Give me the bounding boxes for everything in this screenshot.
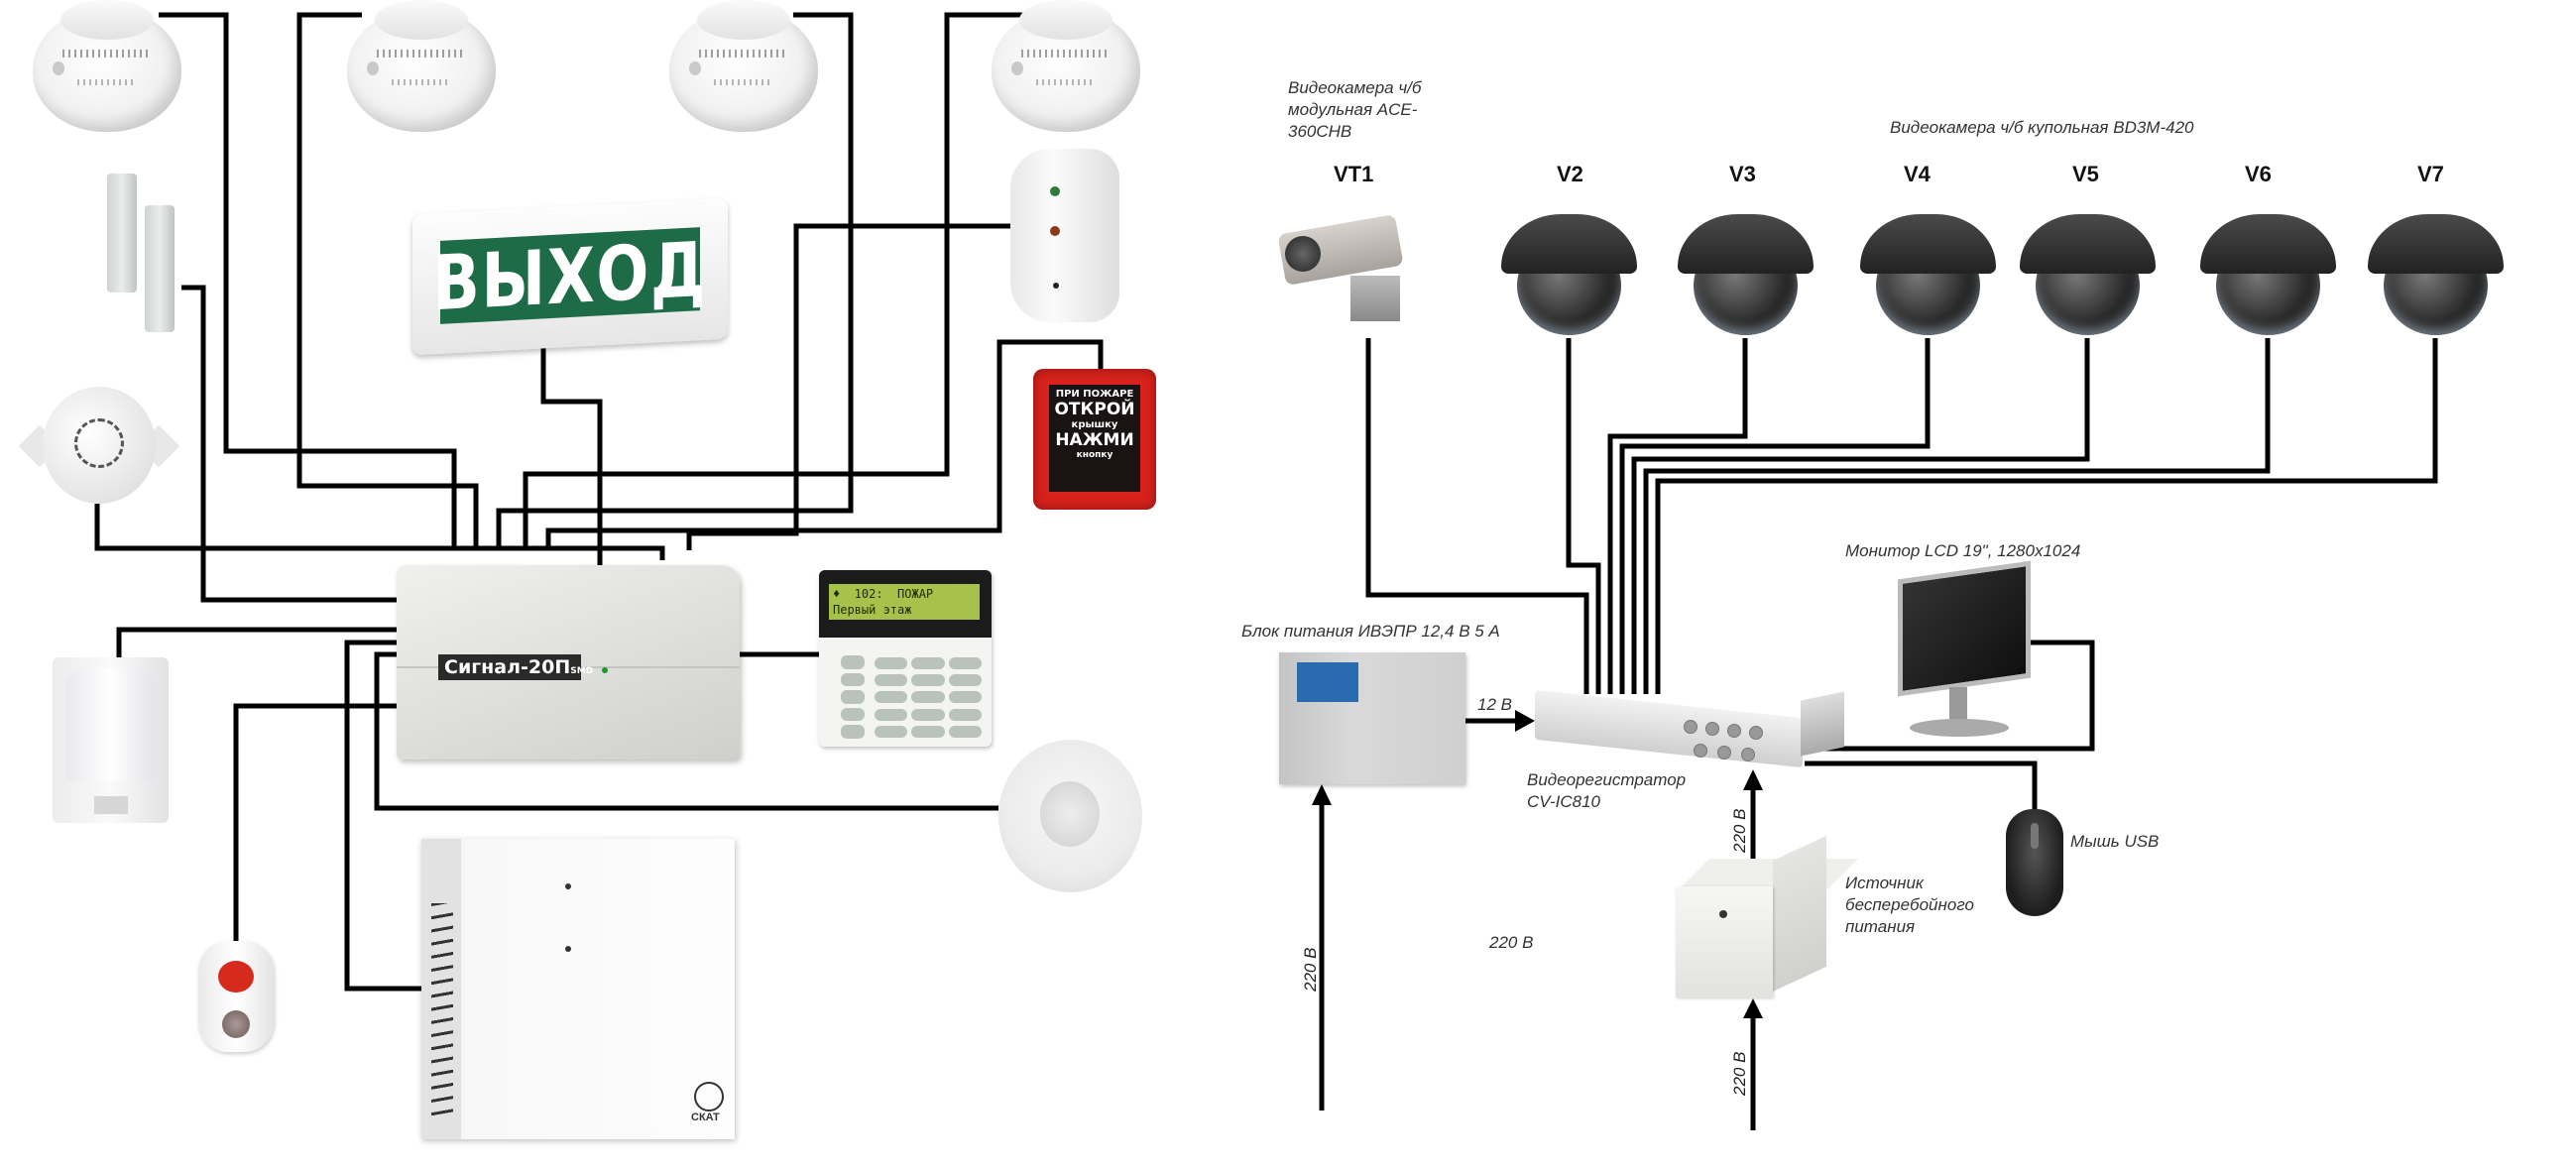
camera-id: V6 [2245,162,2272,186]
camera-lens-icon [1285,236,1321,272]
arrow-ups-dvr [1743,769,1763,790]
wire-call-point [545,339,1104,550]
camera-id: V7 [2417,162,2444,186]
call-point-text: НАЖМИ [1055,430,1134,450]
exit-sign: ВЫХОД [412,197,728,356]
monitor [1890,560,2031,744]
ups [1676,835,1858,998]
camera-id: VT1 [1334,162,1374,186]
wire-mouse [1805,760,2038,809]
control-panel: Сигнал-20ПSMD [397,565,740,760]
green-led-icon [1050,186,1060,196]
keypad-buttons[interactable] [875,657,982,739]
dome-camera [2020,214,2156,338]
exit-sign-text: ВЫХОД [432,224,708,327]
dome-camera [1501,214,1637,338]
monitor-label: Монитор LCD 19", 1280x1024 [1845,541,2081,560]
skat-logo-icon [694,1082,724,1112]
status-led-icon [602,667,608,673]
call-point-text: ОТКРОЙ [1054,400,1135,419]
dome-camera [1678,214,1814,338]
control-panel-label: Сигнал-20ПSMD [438,654,593,680]
smoke-detector [669,0,818,134]
wire-pir [116,627,397,657]
wire-exit-sign [540,342,603,565]
mains-voltage-label: 220 В [1489,933,1534,952]
mains-voltage-label: 220 В [1301,947,1320,992]
arrow-mains-ups [1743,998,1763,1018]
arrow-psu-dvr [1515,710,1535,732]
wire-v3 [1607,338,1748,694]
wire-v7 [1655,338,2438,694]
wire-panic [233,703,397,941]
wire-v4 [1619,338,1931,694]
panic-button[interactable] [198,941,274,1052]
smoke-detector [347,0,496,134]
power-button-icon [1719,910,1727,918]
right-wires [1319,338,2438,1130]
camera-id: V4 [1904,162,1931,186]
psu-voltage-label: 12 В [1477,695,1512,714]
module-camera-label: Видеокамера ч/б модульная ACE-360CHB [1288,78,1422,141]
camera-id: V3 [1729,162,1756,186]
smoke-detector [33,0,181,134]
video-recorder [1535,689,1845,768]
door-magnet-sensor [99,174,182,332]
red-button-icon [218,961,254,993]
bullet-camera [1271,213,1416,338]
brand-label: СКАТ [691,1112,720,1123]
mains-voltage-label: 220 В [1730,1051,1749,1096]
dome-camera-label: Видеокамера ч/б купольная BD3M-420 [1890,118,2194,137]
ceiling-pir-detector [998,740,1142,892]
call-point-text: ПРИ ПОЖАРЕ [1055,389,1134,400]
wire-v2 [1566,338,1601,694]
camera-id: V2 [1557,162,1583,186]
key-lock-icon [222,1010,250,1038]
speaker-grille-icon [74,418,124,468]
wall-detector [1010,149,1119,322]
red-led-icon [1050,226,1060,236]
psu-label: Блок питания ИВЭПР 12,4 В 5 А [1241,622,1500,641]
power-supply: СКАТ [421,839,735,1139]
mains-voltage-label: 220 В [1730,808,1749,853]
usb-mouse [2006,809,2063,916]
wire-door-magnet [181,285,397,603]
call-point-text: крышку [1071,419,1118,430]
dome-camera [2368,214,2504,338]
vent-slots [431,903,453,1121]
mouse-label: Мышь USB [2070,832,2160,851]
dome-camera [1860,214,1996,338]
pir-detector [53,657,169,823]
sounder [18,387,180,504]
dome-camera [2200,214,2336,338]
smoke-detector [992,0,1140,134]
call-point-text: кнопку [1076,450,1113,460]
manual-call-point[interactable]: ПРИ ПОЖАРЕ ОТКРОЙ крышку НАЖМИ кнопку [1033,369,1156,510]
wire-sounder [94,504,665,560]
wire-wall-detector [686,223,1010,550]
video-power-supply [1279,652,1465,784]
camera-id: V5 [2072,162,2099,186]
arrow-mains-psu [1312,784,1332,805]
